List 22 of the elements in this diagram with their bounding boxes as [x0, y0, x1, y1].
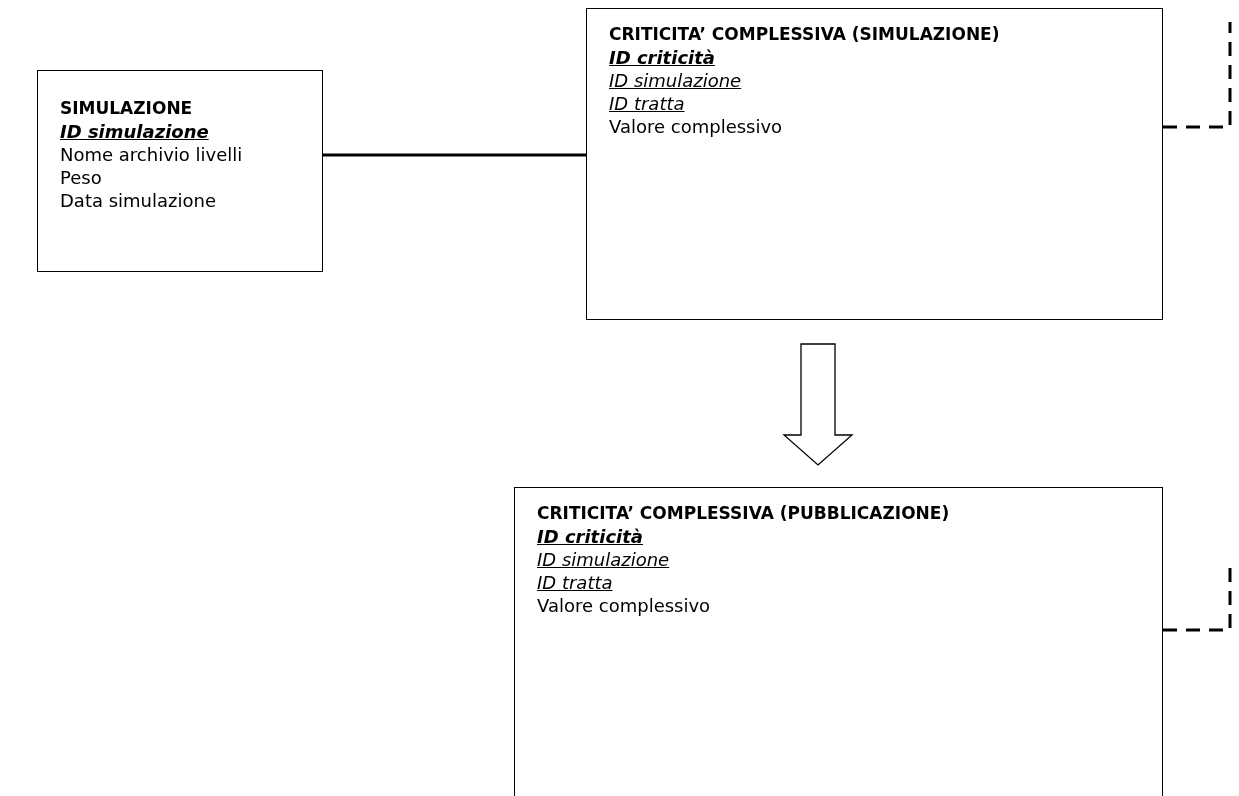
connector-line: [323, 153, 586, 157]
entity-title: SIMULAZIONE: [60, 97, 193, 120]
entity-title: CRITICITA’ COMPLESSIVA (SIMULAZIONE): [609, 23, 1000, 46]
entity-title: CRITICITA’ COMPLESSIVA (PUBBLICAZIONE): [537, 502, 950, 525]
attribute: Nome archivio livelli: [60, 143, 243, 166]
attribute: Valore complessivo: [609, 115, 783, 138]
foreign-key-attribute: ID simulazione: [537, 548, 670, 571]
entity-box: [37, 70, 323, 272]
foreign-key-attribute: ID tratta: [609, 92, 685, 115]
attribute: Data simulazione: [60, 189, 216, 212]
dashed-connector: [1163, 22, 1232, 129]
primary-key-attribute: ID criticità: [537, 525, 643, 548]
dashed-connector: [1163, 567, 1232, 632]
foreign-key-attribute: ID tratta: [537, 571, 613, 594]
primary-key-attribute: ID simulazione: [60, 120, 209, 143]
primary-key-attribute: ID criticità: [609, 46, 715, 69]
entity-box: [514, 487, 1163, 796]
block-arrow: [782, 343, 854, 466]
attribute: Peso: [60, 166, 102, 189]
attribute: Valore complessivo: [537, 594, 711, 617]
entity-box: [586, 8, 1163, 320]
foreign-key-attribute: ID simulazione: [609, 69, 742, 92]
